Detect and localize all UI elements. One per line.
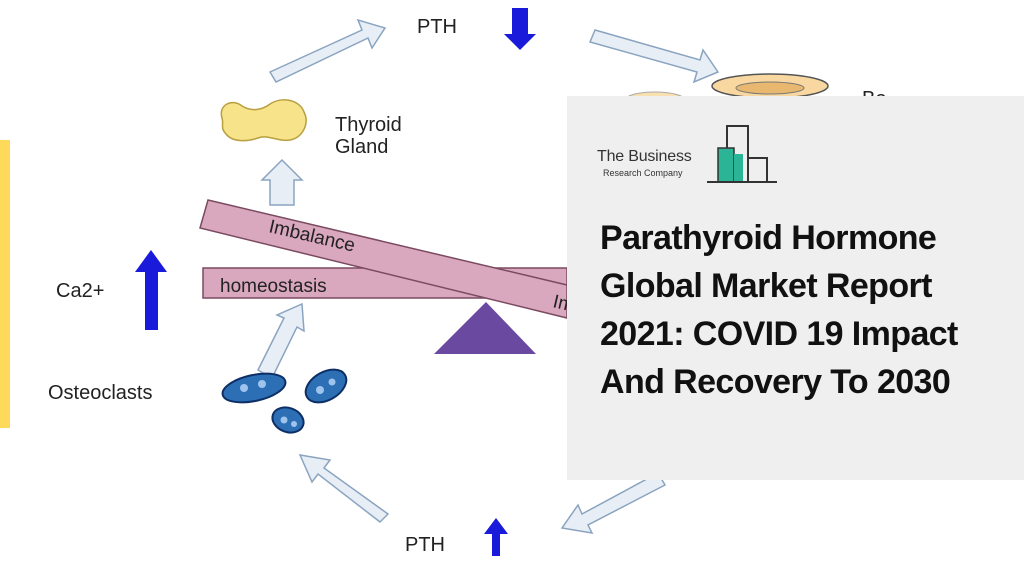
ca2-up-arrow-icon [135, 250, 167, 330]
osteoclast-cells-icon [221, 368, 348, 434]
beam-label-homeostasis: homeostasis [220, 276, 327, 297]
pth-down-arrow-icon [504, 8, 536, 50]
arrow-up-to-thyroid [260, 158, 304, 206]
arrow-osteoclast-to-homeostasis [257, 302, 305, 380]
balance-scale: Imbalance Im homeostasis [199, 199, 576, 354]
pth-bottom-label: PTH [405, 534, 445, 556]
company-logo-icon [707, 125, 777, 183]
thyroid-gland-icon [220, 99, 307, 142]
arrow-pth-to-bone [588, 29, 720, 84]
flow-arrows [257, 18, 720, 534]
report-panel: The Business Research Company Parathyroi… [567, 96, 1024, 480]
logo-text: The Business [597, 148, 692, 165]
arrow-thyroid-to-pth [268, 18, 387, 83]
pth-up-arrow-icon [484, 518, 508, 556]
osteoclasts-label: Osteoclasts [48, 382, 153, 404]
fulcrum-triangle [434, 302, 536, 354]
arrow-pth-bottom-to-osteoclasts [298, 454, 390, 523]
beam-imbalance [199, 199, 568, 319]
ca2-label: Ca2+ [56, 280, 105, 302]
accent-bar [0, 140, 10, 428]
report-title: Parathyroid Hormone Global Market Report… [600, 219, 958, 401]
arrow-to-pth-bottom [560, 471, 667, 534]
thyroid-gland-label: Thyroid Gland [335, 114, 402, 158]
logo-subtext: Research Company [603, 168, 683, 178]
pth-top-label: PTH [417, 16, 457, 38]
